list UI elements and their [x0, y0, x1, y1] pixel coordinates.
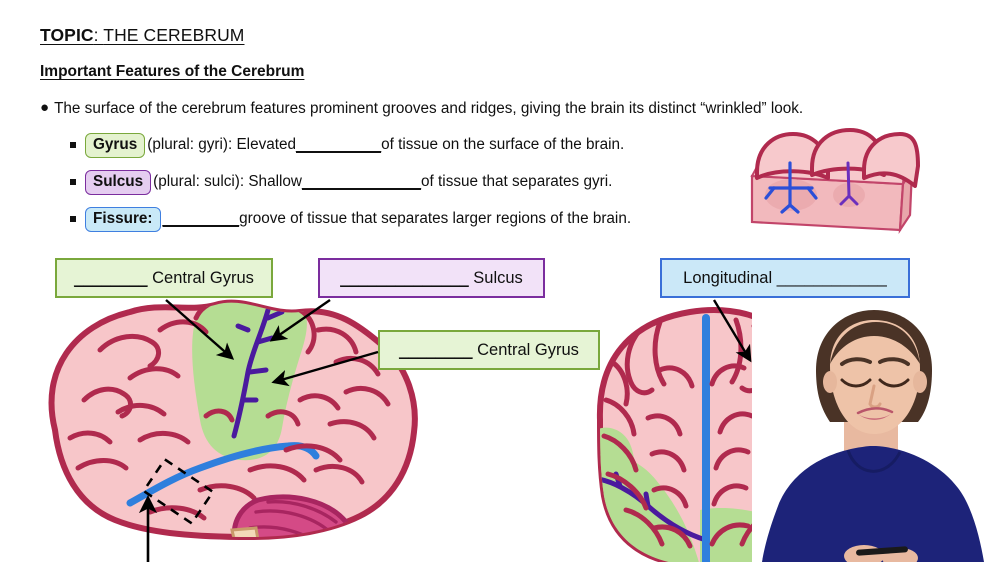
callout-sulcus: ______________ Sulcus: [318, 258, 545, 298]
sulcus-text-after: of tissue that separates gyri.: [421, 173, 613, 191]
leader-arrow-central-gyrus-second: [271, 350, 379, 387]
callout-label: Longitudinal ____________: [683, 268, 887, 287]
bullet-dot-icon: ●: [40, 99, 50, 116]
instructor-figure: [752, 300, 1000, 562]
topic-separator: :: [93, 25, 104, 45]
topic-line: TOPIC: THE CEREBRUM: [40, 25, 245, 46]
leader-arrow-central-gyrus-top: [165, 299, 235, 360]
gyrus-text-after: of tissue on the surface of the brain.: [381, 136, 625, 154]
callout-blank: ________: [74, 268, 148, 287]
fissure-answer-blank: _________: [162, 210, 240, 228]
square-bullet-icon: [70, 179, 76, 186]
square-bullet-icon: [70, 142, 76, 149]
sub-bullet-gyrus: Gyrus (plural: gyri): Elevated _________…: [70, 133, 624, 158]
term-tag-sulcus: Sulcus: [85, 170, 152, 195]
leader-arrow-longitudinal-fissure: [712, 299, 752, 363]
callout-label: Sulcus: [468, 268, 523, 287]
callout-blank: ______________: [340, 268, 469, 287]
sub-bullet-fissure: Fissure: _________ groove of tissue that…: [70, 207, 631, 232]
instructor-video-overlay: [752, 300, 1000, 562]
callout-central-gyrus-top: ________ Central Gyrus: [55, 258, 273, 298]
term-tag-fissure: Fissure:: [85, 207, 161, 232]
callout-longitudinal-fissure: Longitudinal ____________: [660, 258, 910, 298]
main-bullet: ●The surface of the cerebrum features pr…: [40, 99, 803, 118]
topic-label: TOPIC: [40, 25, 94, 45]
callout-label: Central Gyrus: [147, 268, 254, 287]
callout-blank: ________: [399, 340, 473, 359]
gyrus-text-before: (plural: gyri): Elevated: [147, 136, 296, 154]
term-tag-gyrus: Gyrus: [85, 133, 146, 158]
sulcus-answer-blank: ______________: [301, 173, 422, 191]
topic-value: THE CEREBRUM: [103, 25, 245, 45]
dashed-highlight-box: [141, 457, 215, 526]
subheading: Important Features of the Cerebrum: [40, 63, 305, 80]
sulcus-text-before: (plural: sulci): Shallow: [153, 173, 302, 191]
cortex-block-diagram: [750, 128, 920, 235]
sub-bullet-sulcus: Sulcus (plural: sulci): Shallow ________…: [70, 170, 612, 195]
fissure-text-after: groove of tissue that separates larger r…: [239, 210, 632, 228]
leader-arrow-sulcus: [269, 299, 331, 342]
callout-label: Central Gyrus: [472, 340, 579, 359]
callout-central-gyrus-second: ________ Central Gyrus: [378, 330, 600, 370]
square-bullet-icon: [70, 216, 76, 223]
main-bullet-text: The surface of the cerebrum features pro…: [54, 100, 804, 117]
brain-lateral-view: [48, 299, 418, 540]
gyrus-answer-blank: __________: [296, 136, 382, 154]
